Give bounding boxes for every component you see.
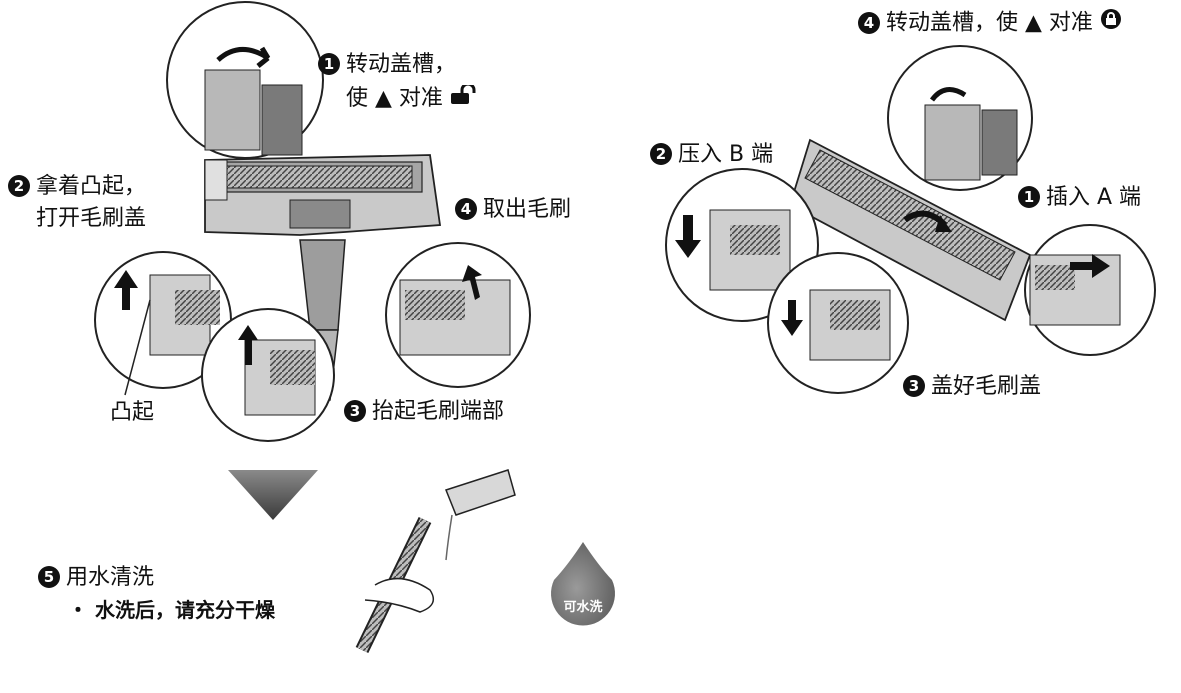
- arrow-right-icon: [1070, 254, 1110, 278]
- right-nozzle: [788, 138, 1032, 322]
- left-circle-rotate: [166, 1, 324, 159]
- bump-label: 凸起: [110, 400, 155, 425]
- arrow-up-icon: [462, 265, 482, 300]
- right-circle-rotate: [887, 45, 1033, 191]
- arrow-up-icon: [238, 325, 258, 365]
- brush-wash-illustration: [355, 469, 516, 654]
- left-nozzle: [204, 154, 442, 401]
- left-circle-remove: [385, 242, 531, 388]
- arrow-up-icon: [114, 270, 138, 310]
- water-drop-icon: [551, 542, 615, 626]
- cover-latch: [204, 159, 228, 201]
- right-circle-insert-a: [1024, 224, 1156, 356]
- arrow-down-icon: [781, 300, 803, 336]
- left-circle-bump: [94, 251, 232, 389]
- left-circle-lift: [201, 308, 335, 442]
- left-step1-line2: 使 ▲ 对准: [346, 82, 480, 114]
- arrow-down-triangle-icon: [228, 470, 318, 520]
- unlock-icon: [450, 82, 480, 114]
- left-step2-line2: 打开毛刷盖: [36, 206, 147, 231]
- washable-badge-label: 可水洗: [563, 600, 603, 615]
- lock-icon: [1100, 8, 1122, 39]
- right-circle-close: [767, 252, 909, 394]
- wash-note: ・ 水洗后，请充分干燥: [68, 598, 275, 622]
- arrow-down-icon: [675, 215, 701, 258]
